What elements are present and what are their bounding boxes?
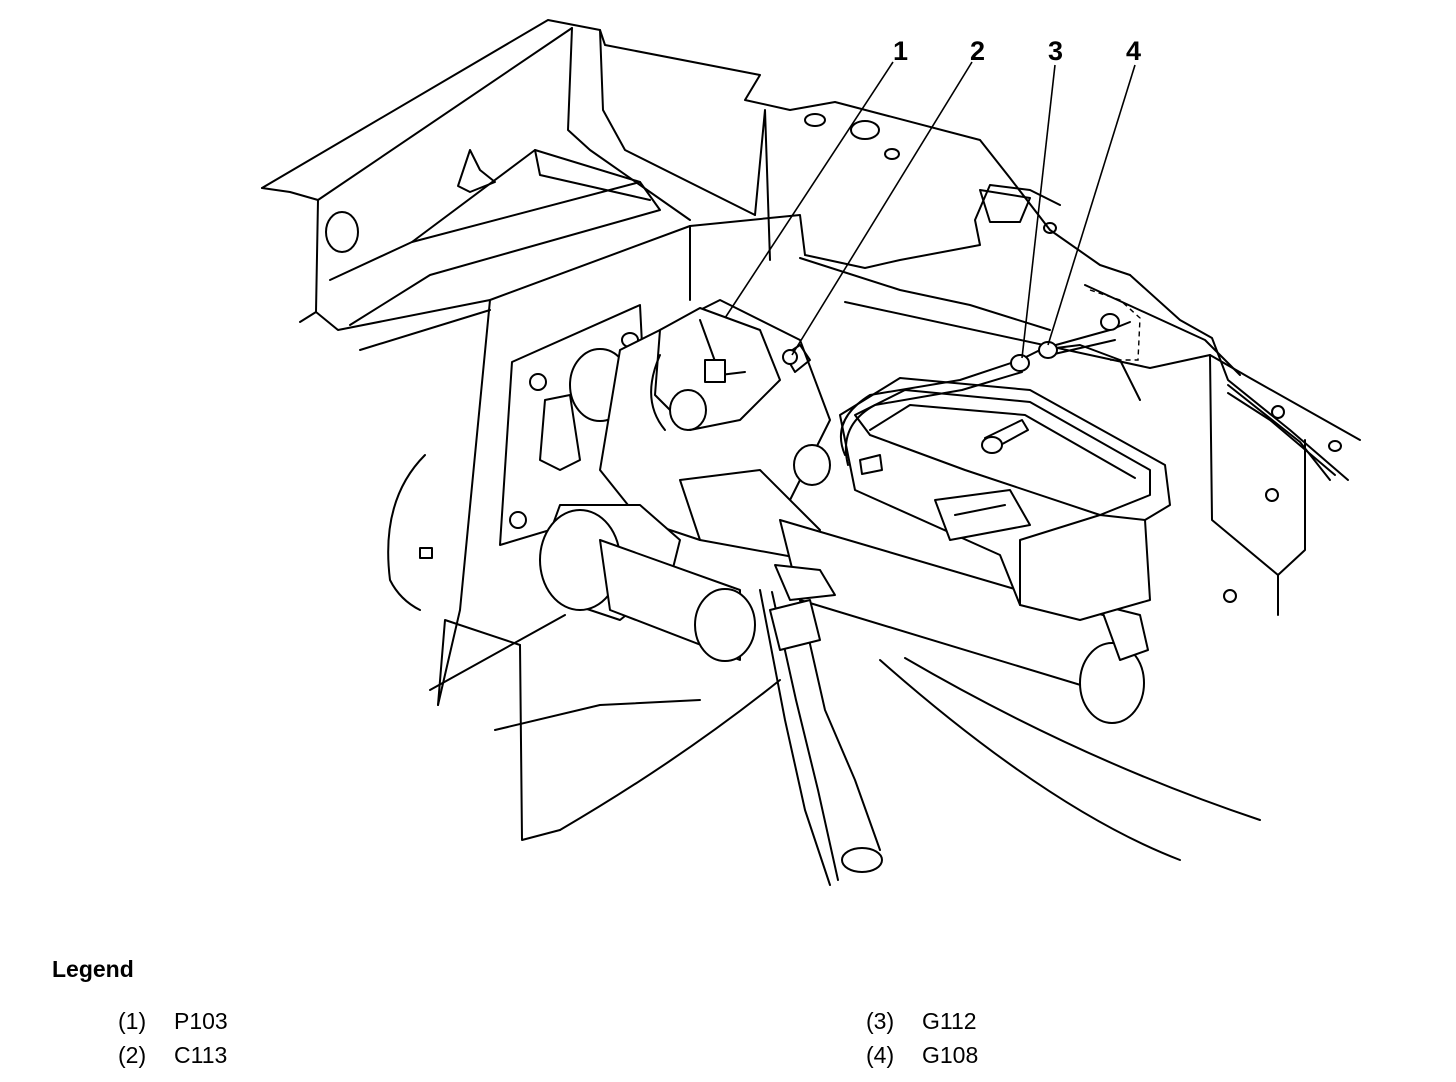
leader-line-3 bbox=[1021, 64, 1056, 359]
legend-item-label: P103 bbox=[174, 1008, 228, 1034]
firewall-structure bbox=[261, 19, 1361, 706]
callout-4: 4 bbox=[1126, 36, 1141, 66]
fluid-reservoir bbox=[839, 377, 1171, 621]
legend-item-number: (3) bbox=[866, 1008, 895, 1034]
legend-item-number: (4) bbox=[866, 1042, 895, 1068]
callout-2: 2 bbox=[970, 36, 985, 66]
legend-item-number: (1) bbox=[118, 1008, 147, 1034]
legend-item-label: G112 bbox=[922, 1008, 977, 1034]
master-cylinder bbox=[539, 299, 1149, 724]
legend: Legend (1) P103 (2) C113 (3) G112 (4) G108 bbox=[0, 940, 1456, 1082]
legend-item-label: C113 bbox=[174, 1042, 228, 1068]
line-drawing: 1 2 3 4 bbox=[261, 19, 1361, 886]
legend-item-3: (3) G112 bbox=[866, 1008, 977, 1035]
legend-item-4: (4) G108 bbox=[866, 1042, 978, 1069]
leader-lines bbox=[724, 61, 1136, 359]
legend-item-number: (2) bbox=[118, 1042, 147, 1068]
callout-3: 3 bbox=[1048, 36, 1063, 66]
lower-structure bbox=[429, 614, 1261, 861]
legend-item-label: G108 bbox=[922, 1042, 979, 1068]
legend-item-1: (1) P103 bbox=[118, 1008, 228, 1035]
wiring-harness bbox=[782, 313, 1141, 466]
brake-master-cylinder-diagram: 1 2 3 4 bbox=[261, 19, 1361, 886]
leader-line-4 bbox=[1047, 64, 1136, 346]
legend-item-2: (2) C113 bbox=[118, 1042, 227, 1069]
callout-1: 1 bbox=[893, 36, 908, 66]
leader-line-1 bbox=[724, 61, 894, 319]
callout-numbers: 1 2 3 4 bbox=[893, 36, 1141, 66]
vacuum-hose bbox=[759, 564, 883, 886]
legend-title: Legend bbox=[52, 956, 134, 982]
leader-line-2 bbox=[791, 61, 973, 356]
